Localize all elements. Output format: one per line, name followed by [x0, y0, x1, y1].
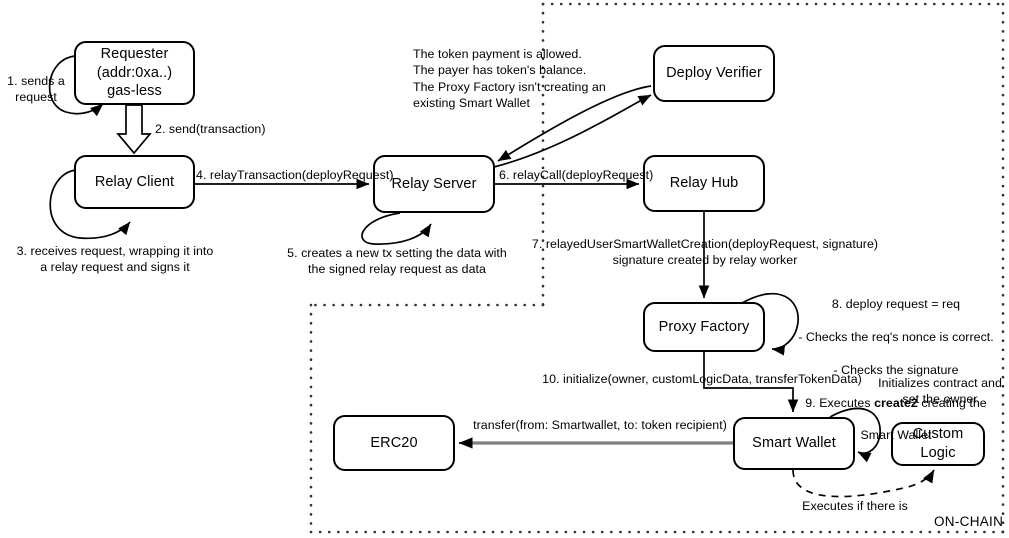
node-proxy-factory-label: Proxy Factory — [658, 318, 750, 335]
label-initializes-contract: Initializes contract and set the owner — [878, 376, 1002, 407]
label-step6: 6. relayCall(deployRequest) — [499, 168, 654, 182]
node-relay-server-label: Relay Server — [391, 175, 477, 192]
node-deploy-verifier-label: Deploy Verifier — [666, 65, 762, 82]
node-requester[interactable]: Requester (addr:0xa..) gas-less — [74, 41, 195, 105]
label-step9-suffix: creating the — [917, 395, 987, 410]
label-step3: 3. receives request, wrapping it into a … — [16, 244, 214, 275]
node-relay-hub[interactable]: Relay Hub — [643, 155, 765, 212]
label-transfer: transfer(from: Smartwallet, to: token re… — [473, 418, 727, 432]
label-step10: 10. initialize(owner, customLogicData, t… — [542, 372, 862, 386]
node-proxy-factory[interactable]: Proxy Factory — [643, 302, 765, 352]
label-step8-line1: 8. deploy request = req — [831, 297, 961, 312]
node-relay-server[interactable]: Relay Server — [373, 155, 495, 213]
label-step8-line2: - Checks the req's nonce is correct. — [798, 330, 994, 345]
label-step4: 4. relayTransaction(deployRequest) — [196, 168, 394, 182]
label-verifier-conditions: The token payment is allowed. The payer … — [413, 47, 606, 111]
label-step2: 2. send(transaction) — [155, 122, 266, 136]
node-custom-logic[interactable]: Custom Logic — [891, 422, 985, 466]
label-step9-create2: create2 — [874, 395, 918, 410]
label-step9-line5: Smart Wallet — [860, 428, 932, 443]
node-deploy-verifier[interactable]: Deploy Verifier — [653, 45, 775, 102]
label-step9-prefix: 9. Executes — [805, 395, 875, 410]
node-smart-wallet[interactable]: Smart Wallet — [733, 417, 855, 470]
label-step1: 1. sends a request — [7, 74, 65, 105]
label-step7: 7. relayedUserSmartWalletCreation(deploy… — [531, 237, 879, 268]
label-step5: 5. creates a new tx setting the data wit… — [287, 246, 507, 277]
label-step8-line3: - Checks the signature — [833, 362, 959, 377]
node-custom-logic-label: Custom Logic — [912, 426, 964, 461]
label-step8-9: 8. deploy request = req - Checks the req… — [790, 280, 1002, 444]
node-relay-client-label: Relay Client — [94, 173, 175, 190]
label-executes-if-there-is: Executes if there is — [802, 499, 908, 513]
edge-step2-block-arrow — [116, 104, 152, 155]
node-relay-hub-label: Relay Hub — [669, 175, 739, 192]
node-smart-wallet-label: Smart Wallet — [752, 435, 836, 452]
node-requester-label: Requester (addr:0xa..) gas-less — [96, 46, 173, 100]
node-relay-client[interactable]: Relay Client — [74, 155, 195, 209]
edge-executes-if-there-is — [792, 469, 935, 498]
node-erc20-label: ERC20 — [370, 434, 418, 451]
node-erc20[interactable]: ERC20 — [333, 415, 455, 471]
label-on-chain: ON-CHAIN — [934, 514, 1004, 529]
edge-step5-self-loop — [361, 212, 432, 245]
